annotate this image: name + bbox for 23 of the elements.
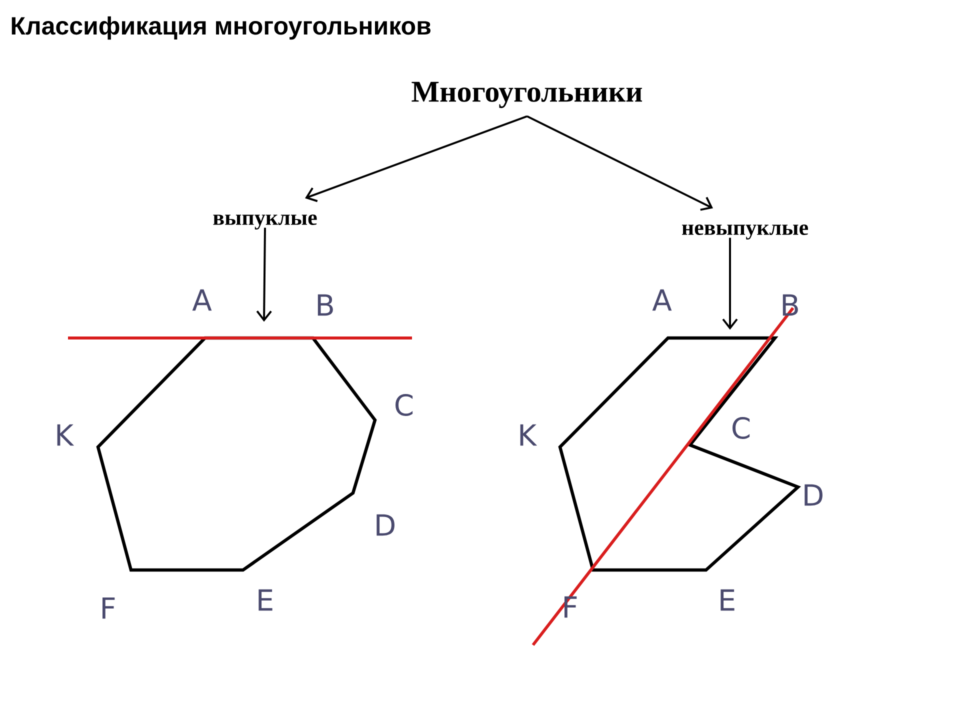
arrow — [305, 115, 528, 202]
polygon — [558, 336, 801, 572]
vertex-label: E — [720, 589, 734, 611]
vertex-label: A — [192, 289, 212, 311]
vertex-label: E — [258, 589, 272, 611]
vertex-label: D — [804, 484, 822, 506]
vertex-label: B — [318, 294, 333, 316]
vertex-label: D — [376, 514, 394, 536]
vertex-label: C — [732, 417, 750, 439]
vertex-label: K — [57, 424, 74, 446]
vertex-label: C — [396, 394, 413, 416]
arrow — [526, 115, 714, 211]
category-label: Многоугольники — [412, 82, 642, 108]
title: Классификация многоугольников — [12, 16, 430, 40]
vertex-label: K — [520, 424, 538, 446]
vertex-label: A — [652, 289, 672, 311]
arrow — [722, 238, 738, 330]
arrow — [256, 228, 272, 322]
vertex-label: F — [102, 597, 115, 619]
category-label: невыпуклые — [682, 224, 808, 240]
vertex-label: F — [564, 596, 577, 618]
category-label: выпуклые — [213, 214, 317, 230]
vertex-label: B — [782, 294, 798, 316]
